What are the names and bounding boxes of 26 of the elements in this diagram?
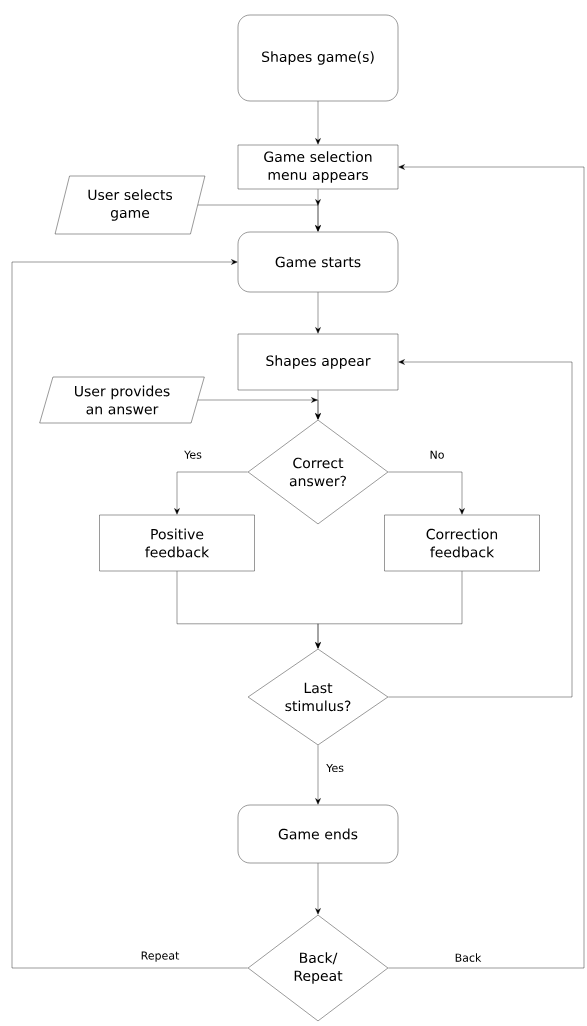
arrow — [388, 164, 585, 969]
terminal-box: Game starts — [237, 231, 399, 293]
process-box: Game selection menu appears — [237, 144, 399, 190]
arrow — [315, 189, 321, 232]
arrow — [174, 471, 248, 515]
arrow — [315, 745, 321, 805]
terminal-box: Game ends — [237, 804, 399, 864]
arrow — [315, 571, 463, 649]
arrow — [388, 359, 573, 698]
arrow — [315, 101, 321, 145]
terminal-box: Shapes game(s) — [237, 14, 399, 102]
arrow — [315, 390, 321, 420]
arrow — [388, 471, 465, 515]
process-box: Correction feedback — [384, 514, 540, 572]
edge-label: Repeat — [141, 951, 180, 962]
edge-label: Yes — [326, 763, 344, 773]
process-box: Positive feedback — [99, 514, 255, 572]
input-parallelogram: User provides an answer — [39, 376, 205, 424]
arrow — [315, 292, 321, 334]
edge-label: Back — [455, 953, 482, 962]
arrow — [11, 259, 248, 969]
input-parallelogram: User selects game — [54, 175, 206, 235]
process-box: Shapes appear — [237, 333, 399, 391]
edge-label: No — [430, 450, 444, 459]
edge-label: Yes — [184, 450, 202, 459]
arrow — [315, 863, 321, 915]
